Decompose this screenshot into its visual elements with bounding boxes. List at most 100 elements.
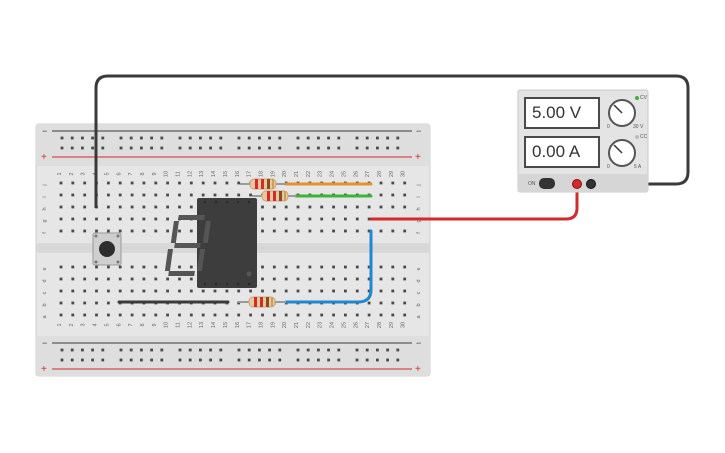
negative-terminal[interactable] — [586, 179, 596, 189]
rail-hole[interactable] — [268, 358, 271, 362]
terminal-hole[interactable] — [296, 313, 300, 317]
terminal-hole[interactable] — [261, 289, 264, 293]
rail-hole[interactable] — [60, 358, 64, 362]
terminal-hole[interactable] — [344, 229, 347, 233]
terminal-hole[interactable] — [166, 277, 169, 281]
terminal-hole[interactable] — [130, 289, 134, 293]
terminal-hole[interactable] — [320, 205, 324, 209]
terminal-hole[interactable] — [166, 181, 169, 185]
terminal-hole[interactable] — [391, 301, 395, 305]
rail-hole[interactable] — [188, 136, 192, 140]
terminal-hole[interactable] — [118, 289, 122, 293]
rail-hole[interactable] — [306, 348, 310, 352]
rail-hole[interactable] — [396, 136, 400, 140]
terminal-hole[interactable] — [166, 229, 169, 233]
terminal-hole[interactable] — [379, 229, 383, 233]
rail-hole[interactable] — [150, 136, 153, 140]
terminal-hole[interactable] — [130, 277, 134, 281]
rail-hole[interactable] — [129, 146, 133, 150]
terminal-hole[interactable] — [355, 277, 359, 281]
terminal-hole[interactable] — [154, 181, 158, 185]
pushbutton-icon[interactable] — [92, 232, 122, 266]
terminal-hole[interactable] — [379, 277, 383, 281]
rail-hole[interactable] — [70, 146, 74, 150]
terminal-hole[interactable] — [344, 205, 347, 209]
terminal-hole[interactable] — [130, 217, 134, 221]
terminal-hole[interactable] — [213, 181, 217, 185]
terminal-hole[interactable] — [107, 205, 110, 209]
terminal-hole[interactable] — [142, 205, 146, 209]
terminal-hole[interactable] — [379, 313, 383, 317]
terminal-hole[interactable] — [355, 265, 359, 269]
terminal-hole[interactable] — [154, 277, 158, 281]
resistor-icon-2[interactable] — [252, 190, 296, 202]
terminal-hole[interactable] — [367, 265, 371, 269]
rail-hole[interactable] — [365, 348, 369, 352]
terminal-hole[interactable] — [166, 313, 169, 317]
terminal-hole[interactable] — [107, 217, 110, 221]
terminal-hole[interactable] — [391, 193, 395, 197]
terminal-hole[interactable] — [367, 313, 371, 317]
rail-hole[interactable] — [209, 348, 212, 352]
terminal-hole[interactable] — [83, 265, 87, 269]
rail-hole[interactable] — [386, 348, 389, 352]
terminal-hole[interactable] — [237, 313, 241, 317]
rail-hole[interactable] — [119, 348, 123, 352]
terminal-hole[interactable] — [201, 193, 205, 197]
rail-hole[interactable] — [386, 146, 389, 150]
rail-hole[interactable] — [188, 358, 192, 362]
terminal-hole[interactable] — [71, 277, 75, 281]
terminal-hole[interactable] — [296, 289, 300, 293]
rail-hole[interactable] — [91, 348, 94, 352]
terminal-hole[interactable] — [296, 217, 300, 221]
terminal-hole[interactable] — [308, 277, 312, 281]
wire-dark-external[interactable] — [94, 74, 690, 208]
terminal-hole[interactable] — [59, 301, 63, 305]
terminal-hole[interactable] — [284, 205, 288, 209]
rail-hole[interactable] — [396, 348, 400, 352]
rail-hole[interactable] — [237, 348, 241, 352]
terminal-hole[interactable] — [142, 193, 146, 197]
rail-hole[interactable] — [150, 146, 153, 150]
rail-hole[interactable] — [386, 358, 389, 362]
terminal-hole[interactable] — [344, 217, 347, 221]
terminal-hole[interactable] — [189, 181, 193, 185]
terminal-hole[interactable] — [83, 181, 87, 185]
terminal-hole[interactable] — [154, 229, 158, 233]
terminal-hole[interactable] — [107, 289, 110, 293]
terminal-hole[interactable] — [118, 277, 122, 281]
rail-hole[interactable] — [337, 146, 341, 150]
terminal-hole[interactable] — [344, 277, 347, 281]
terminal-hole[interactable] — [107, 193, 110, 197]
rail-hole[interactable] — [355, 358, 359, 362]
rail-hole[interactable] — [258, 358, 261, 362]
terminal-hole[interactable] — [308, 217, 312, 221]
rail-hole[interactable] — [101, 358, 105, 362]
rail-hole[interactable] — [317, 136, 320, 140]
wire-blue[interactable] — [284, 229, 373, 304]
rail-hole[interactable] — [296, 348, 300, 352]
terminal-hole[interactable] — [178, 193, 181, 197]
rail-hole[interactable] — [219, 348, 223, 352]
rail-hole[interactable] — [81, 136, 84, 140]
terminal-hole[interactable] — [308, 229, 312, 233]
terminal-hole[interactable] — [379, 301, 383, 305]
terminal-hole[interactable] — [367, 301, 371, 305]
terminal-hole[interactable] — [130, 229, 134, 233]
rail-hole[interactable] — [129, 136, 133, 140]
rail-hole[interactable] — [160, 136, 164, 140]
terminal-hole[interactable] — [118, 181, 122, 185]
terminal-hole[interactable] — [71, 313, 75, 317]
terminal-hole[interactable] — [71, 217, 75, 221]
rail-hole[interactable] — [140, 358, 143, 362]
terminal-hole[interactable] — [272, 289, 276, 293]
terminal-hole[interactable] — [107, 229, 110, 233]
terminal-hole[interactable] — [272, 229, 276, 233]
rail-hole[interactable] — [160, 358, 164, 362]
rail-hole[interactable] — [150, 358, 153, 362]
terminal-hole[interactable] — [166, 193, 169, 197]
terminal-hole[interactable] — [391, 277, 395, 281]
terminal-hole[interactable] — [403, 193, 407, 197]
rail-hole[interactable] — [258, 136, 261, 140]
